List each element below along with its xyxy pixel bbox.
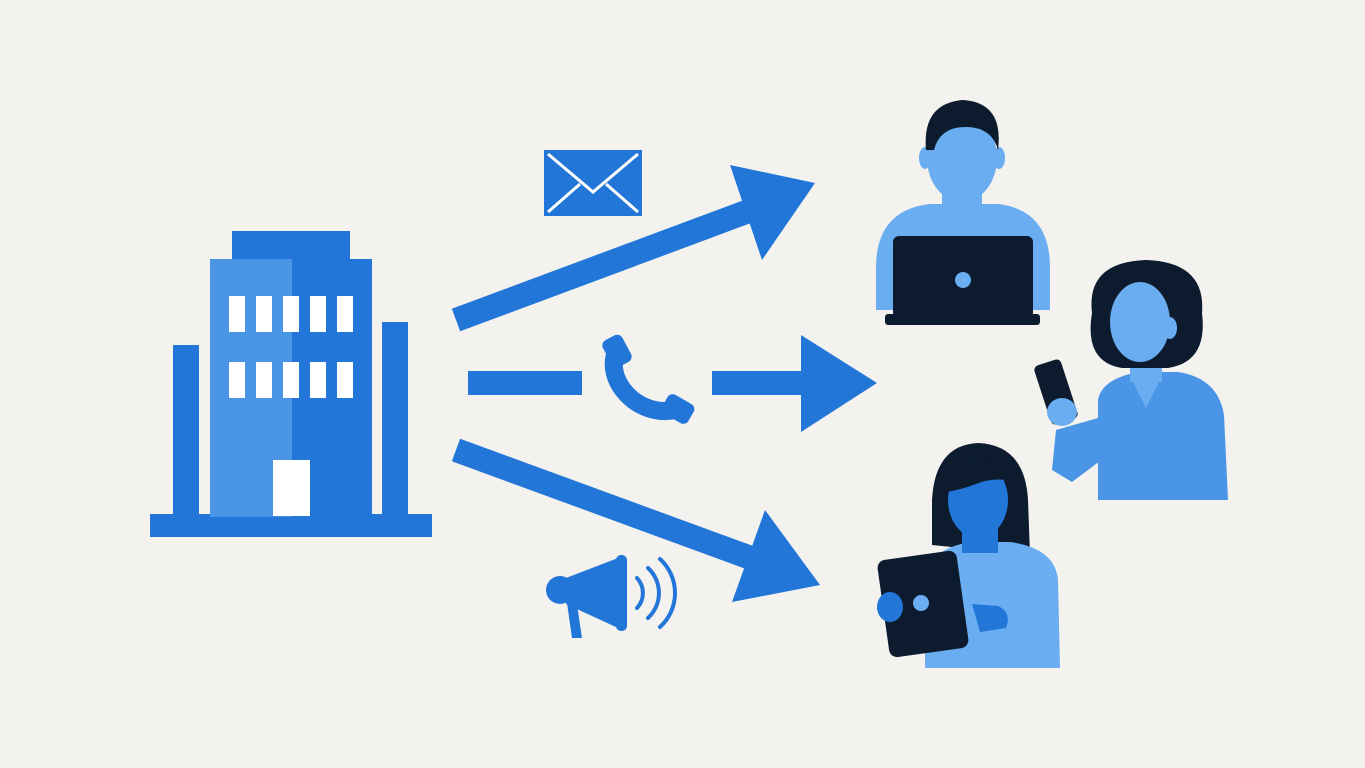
arrow-to-tablet-user [451,438,820,602]
person-with-phone-icon [1034,260,1228,500]
envelope-icon [544,150,642,216]
arrow-to-laptop-user [451,165,815,332]
megaphone-icon [546,555,678,638]
person-with-tablet-icon [877,443,1060,668]
announcement-channel [451,438,820,638]
call-channel [468,334,877,432]
arrow-to-phone-user [712,335,877,432]
person-with-laptop-icon [876,100,1050,325]
email-channel [451,150,815,332]
phone-handset-icon [602,334,695,424]
office-building-icon [150,231,432,537]
